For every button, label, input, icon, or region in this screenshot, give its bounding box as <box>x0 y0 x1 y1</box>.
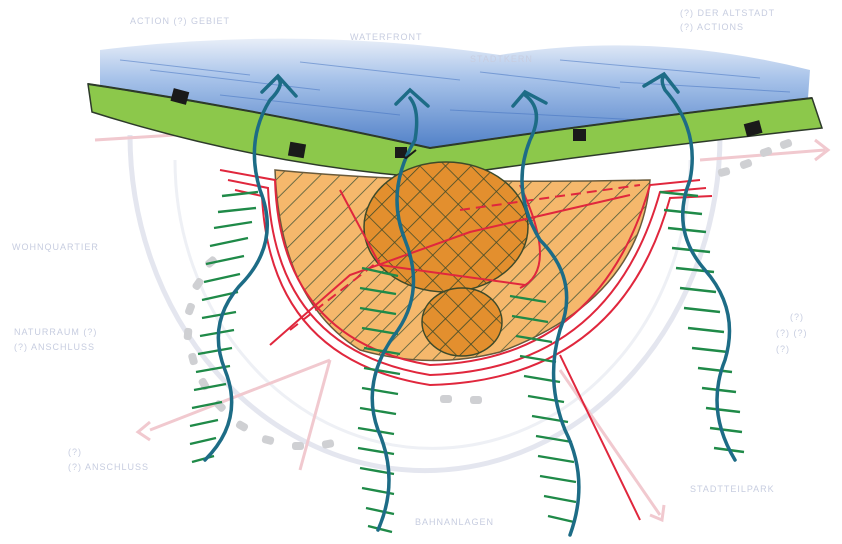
label-top-center-right: STADTKERN <box>470 54 533 64</box>
label-top-right-1: (?) DER ALTSTADT <box>680 8 775 18</box>
label-left-upper: WOHNQUARTIER <box>12 242 99 252</box>
label-bottom-center: BAHNANLAGEN <box>415 517 494 527</box>
label-right-mid-3: (?) <box>776 344 790 354</box>
label-bottom-left-2: (?) ANSCHLUSS <box>68 462 149 472</box>
label-top-right-2: (?) ACTIONS <box>680 22 744 32</box>
label-right-mid-2: (?) (?) <box>776 328 808 338</box>
label-bottom-right: STADTTEILPARK <box>690 484 775 494</box>
label-top-left: ACTION (?) GEBIET <box>130 16 230 26</box>
label-left-mid-1: NATURRAUM (?) <box>14 327 97 337</box>
label-top-center: WATERFRONT <box>350 32 423 42</box>
label-right-mid-1: (?) <box>790 312 804 322</box>
label-left-mid-2: (?) ANSCHLUSS <box>14 342 95 352</box>
label-bottom-left-1: (?) <box>68 447 82 457</box>
